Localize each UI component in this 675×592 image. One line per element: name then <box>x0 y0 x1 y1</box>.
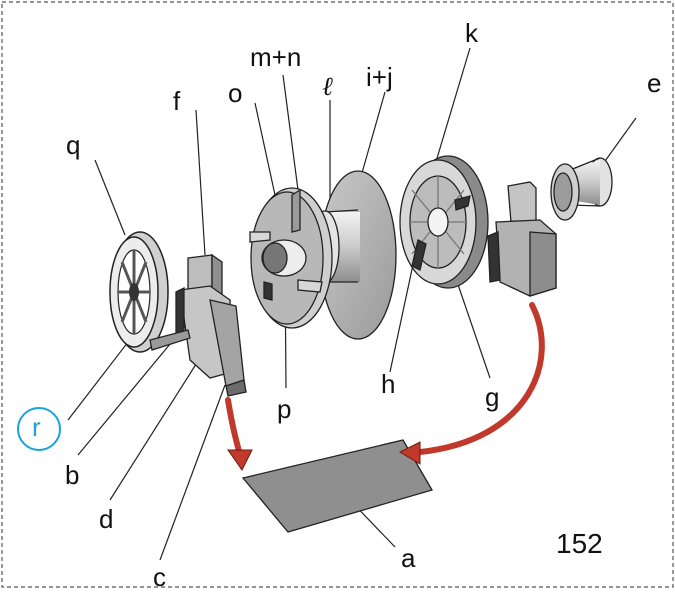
label-f: f <box>173 86 181 116</box>
page-number: 152 <box>556 528 603 559</box>
label-o: o <box>228 78 243 108</box>
label-k: k <box>465 18 478 48</box>
label-r: r <box>32 412 41 442</box>
highlight-circle-r <box>17 407 61 451</box>
label-p: p <box>277 394 292 424</box>
wheel-part-q <box>109 231 169 353</box>
label-q: q <box>66 130 81 160</box>
label-g: g <box>485 382 500 412</box>
label-d: d <box>99 504 114 534</box>
bracket-assembly-left <box>149 253 247 397</box>
base-plate-part-a <box>241 439 433 533</box>
fan-wheel-part-k <box>399 155 489 289</box>
arrow-to-plate-right <box>398 302 545 465</box>
bracket-assembly-right <box>487 181 557 297</box>
label-l: ℓ <box>322 72 333 101</box>
label-h: h <box>381 369 396 399</box>
label-c: c <box>153 562 166 592</box>
spool-part-e <box>550 157 613 221</box>
label-m-plus-n: m+n <box>250 42 302 72</box>
label-i-plus-j: i+j <box>366 62 393 92</box>
label-a: a <box>401 543 416 573</box>
arrow-to-plate-left <box>225 397 253 471</box>
label-e: e <box>647 68 662 98</box>
label-b: b <box>65 460 80 490</box>
hub-and-cylinder-assembly <box>249 170 397 340</box>
